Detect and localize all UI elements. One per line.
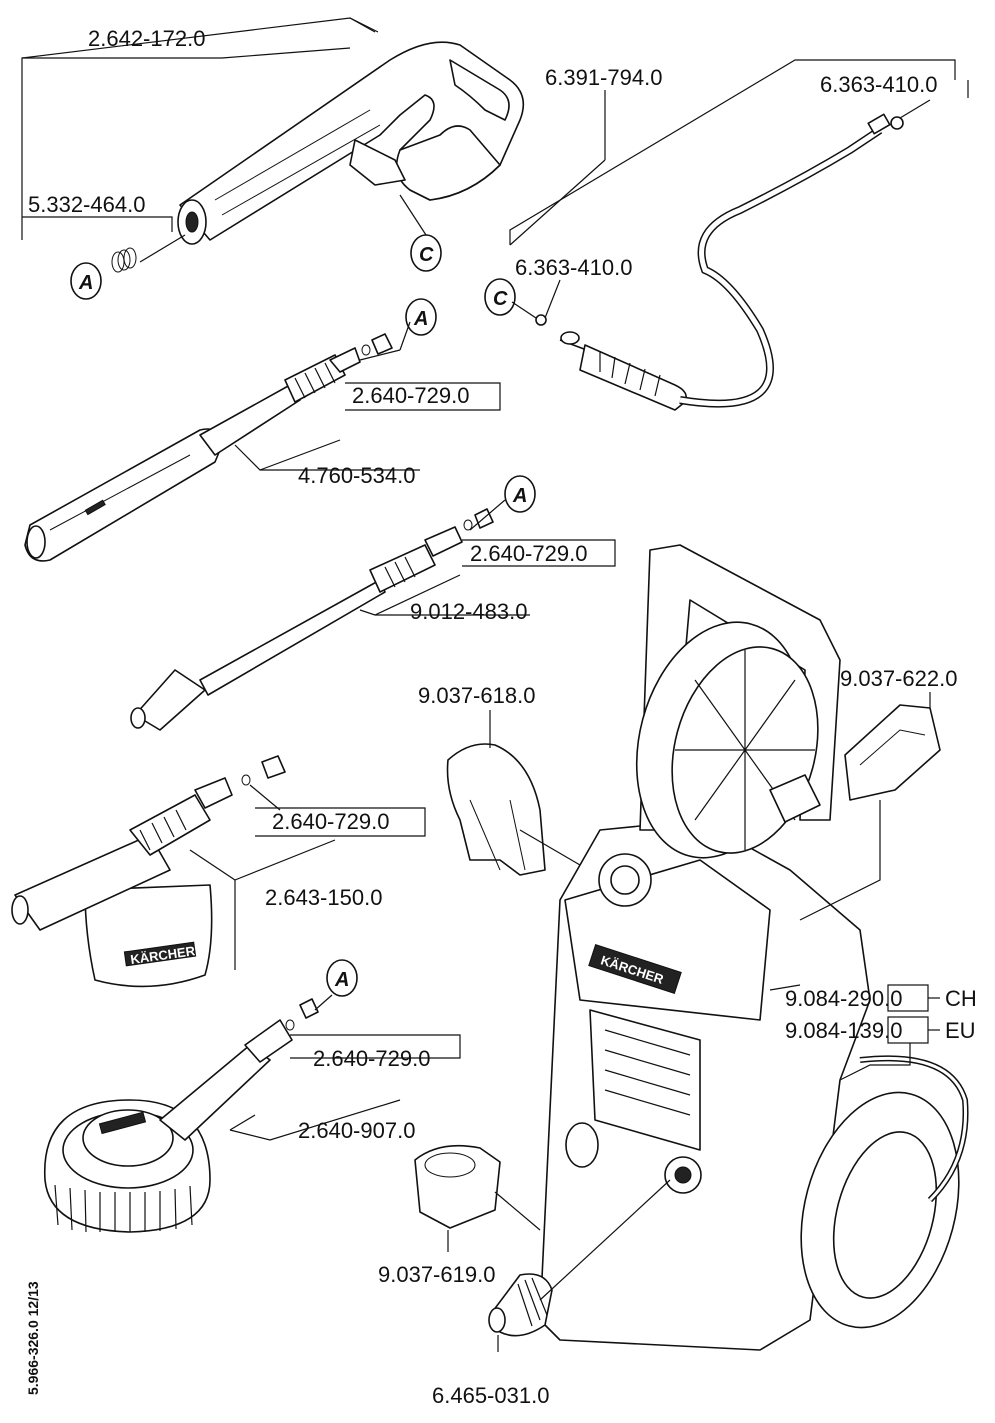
label-holder-right: 9.037-622.0 xyxy=(840,666,957,691)
label-lance-seal-2: 2.640-729.0 xyxy=(470,541,587,566)
document-number: 5.966-326.0 12/13 xyxy=(25,1281,41,1395)
callout-a-blaster: A xyxy=(504,475,536,513)
o-ring-top xyxy=(890,116,904,130)
label-variant-ch: CH xyxy=(945,986,977,1011)
nozzle-holder-right xyxy=(844,704,941,801)
svg-text:A: A xyxy=(413,308,428,330)
garden-hose-coupling xyxy=(488,1273,553,1337)
label-lance-seal-4: 2.640-729.0 xyxy=(313,1046,430,1071)
callout-a-brush: A xyxy=(326,959,358,997)
svg-text:A: A xyxy=(334,969,349,991)
nozzle-holder-bottom xyxy=(414,1144,501,1229)
label-coupling: 6.465-031.0 xyxy=(432,1383,549,1408)
part-number-labels: 2.642-172.0 5.332-464.0 6.391-794.0 6.36… xyxy=(28,26,977,1408)
label-vario-lance: 4.760-534.0 xyxy=(298,463,415,488)
foam-nozzle: KÄRCHER xyxy=(11,755,286,988)
o-ring-hose xyxy=(535,314,547,326)
label-variant-eu: EU xyxy=(945,1018,976,1043)
label-lance-seal-3: 2.640-729.0 xyxy=(272,809,389,834)
vario-power-lance xyxy=(24,333,393,562)
callout-c-hose: C xyxy=(484,278,516,316)
nozzle-holder-left xyxy=(446,743,546,876)
gun-seal-springs xyxy=(111,247,137,273)
label-o-ring-hose: 6.363-410.0 xyxy=(515,255,632,280)
callout-c-gun: C xyxy=(410,234,442,272)
callout-a-lance: A xyxy=(405,298,437,336)
leader-lines xyxy=(21,17,969,1352)
dirt-blaster-lance xyxy=(130,508,494,731)
pressure-washer-unit: KÄRCHER xyxy=(539,544,969,1351)
label-gun-seal-kit: 5.332-464.0 xyxy=(28,192,145,217)
svg-text:A: A xyxy=(78,272,93,294)
label-lance-seal-1: 2.640-729.0 xyxy=(352,383,469,408)
high-pressure-hose xyxy=(559,113,891,411)
label-wash-brush: 2.640-907.0 xyxy=(298,1118,415,1143)
svg-text:A: A xyxy=(512,485,527,507)
label-holder-left: 9.037-618.0 xyxy=(418,683,535,708)
label-spray-gun: 2.642-172.0 xyxy=(88,26,205,51)
spray-gun xyxy=(177,41,525,245)
label-dirt-blaster: 9.012-483.0 xyxy=(410,599,527,624)
svg-text:C: C xyxy=(493,288,508,310)
label-cable-eu: 9.084-139.0 xyxy=(785,1018,902,1043)
label-foam-nozzle: 2.643-150.0 xyxy=(265,885,382,910)
label-o-ring-top: 6.363-410.0 xyxy=(820,72,937,97)
label-hose: 6.391-794.0 xyxy=(545,65,662,90)
svg-text:C: C xyxy=(419,244,434,266)
label-holder-bottom: 9.037-619.0 xyxy=(378,1262,495,1287)
callout-a-gun: A xyxy=(70,262,102,300)
label-cable-ch: 9.084-290.0 xyxy=(785,986,902,1011)
rotary-wash-brush xyxy=(43,998,319,1233)
